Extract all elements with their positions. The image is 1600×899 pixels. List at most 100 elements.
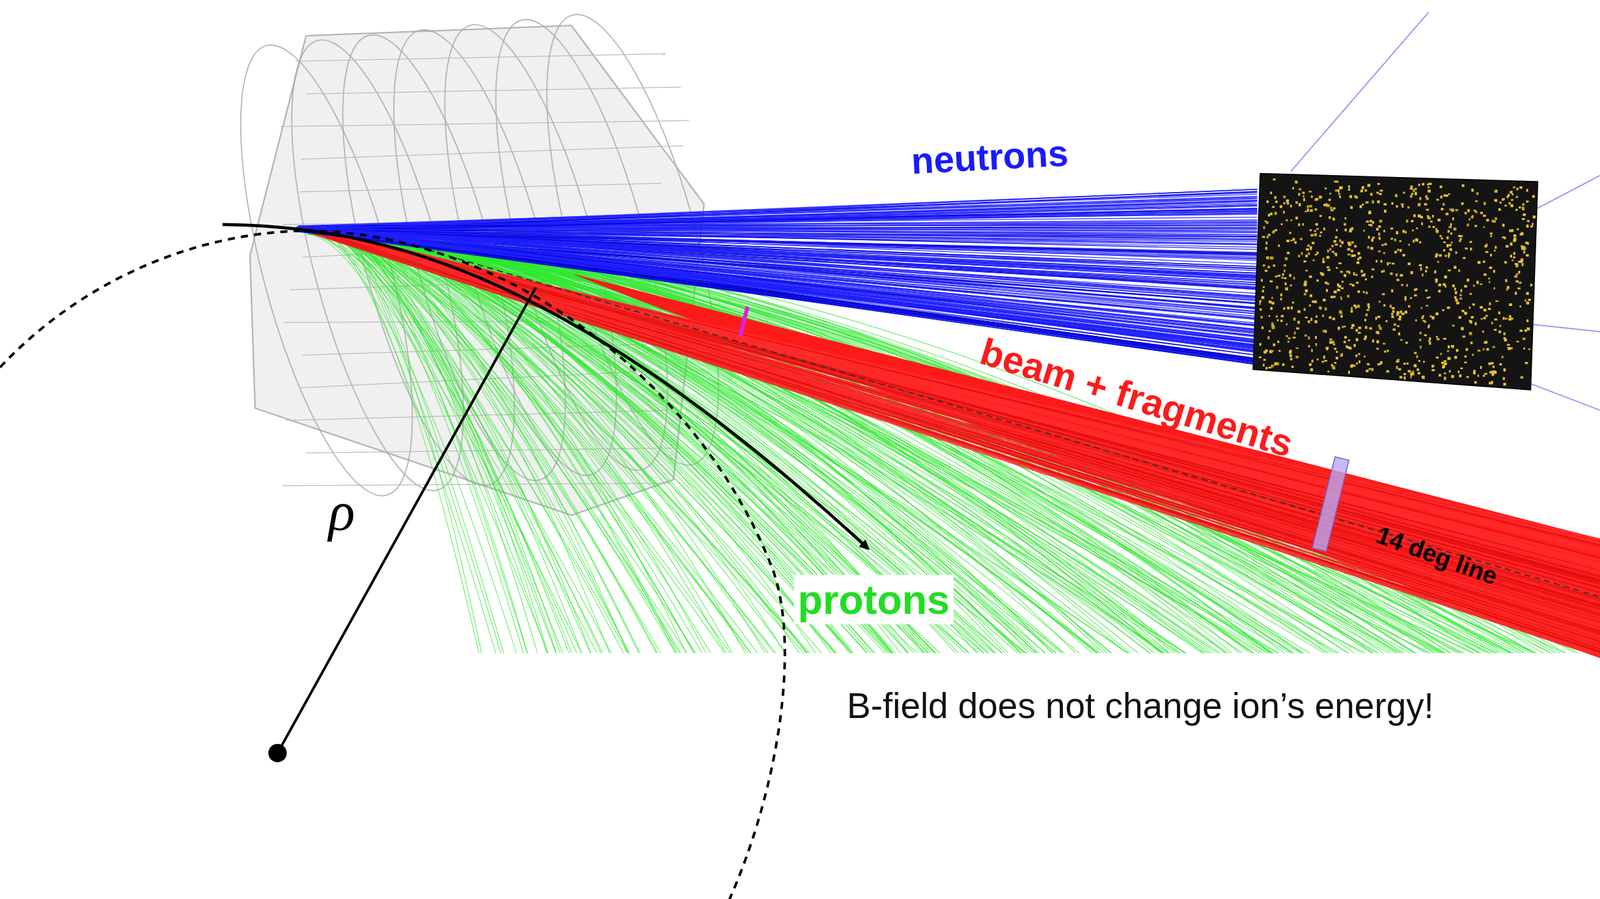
hit-dot <box>1445 194 1449 197</box>
hit-dot <box>1403 372 1407 375</box>
lead-line <box>1530 383 1600 411</box>
hit-dot <box>1378 225 1381 228</box>
hit-dot <box>1513 251 1516 255</box>
hit-dot <box>1328 198 1332 202</box>
hit-dot <box>1309 275 1313 278</box>
hit-dot <box>1404 231 1407 234</box>
hit-dot <box>1353 304 1356 308</box>
hit-dot <box>1332 295 1336 298</box>
hit-dot <box>1358 326 1362 330</box>
hit-dot <box>1503 236 1506 240</box>
hit-dot <box>1521 246 1525 249</box>
hit-dot <box>1355 337 1359 342</box>
hit-dot <box>1290 358 1293 360</box>
hit-dot <box>1261 326 1264 329</box>
hit-dot <box>1392 328 1395 331</box>
hit-dot <box>1526 319 1529 323</box>
hit-dot <box>1269 191 1272 194</box>
lead-line <box>1290 12 1429 172</box>
hit-dot <box>1271 350 1274 353</box>
hit-dot <box>1293 317 1297 321</box>
hit-dot <box>1332 317 1336 321</box>
hit-dot <box>1335 350 1338 353</box>
magnet-structure <box>300 183 662 193</box>
hit-dot <box>1508 315 1511 318</box>
hit-dot <box>1446 244 1449 248</box>
hit-dot <box>1421 273 1424 277</box>
hit-dot <box>1305 254 1308 258</box>
hit-dot <box>1349 228 1352 232</box>
hit-dot <box>1447 229 1450 233</box>
hit-dot <box>1407 305 1410 308</box>
hit-dot <box>1314 300 1317 304</box>
hit-dot <box>1474 380 1477 384</box>
hit-dot <box>1517 287 1521 290</box>
hit-dot <box>1376 227 1379 231</box>
hit-dot <box>1340 296 1343 299</box>
hit-dot <box>1469 331 1473 336</box>
hit-dot <box>1331 244 1334 247</box>
hit-dot <box>1391 315 1394 319</box>
hit-dot <box>1406 219 1408 223</box>
hit-dot <box>1399 248 1402 252</box>
hit-dot <box>1293 318 1296 321</box>
hit-dot <box>1413 288 1417 291</box>
hit-dot <box>1476 192 1479 196</box>
hit-dot <box>1493 190 1496 193</box>
hit-dot <box>1348 371 1351 375</box>
hit-dot <box>1294 241 1297 245</box>
hit-dot <box>1327 249 1330 253</box>
hit-dot <box>1447 306 1451 310</box>
hit-dot <box>1505 244 1509 248</box>
hit-dot <box>1266 235 1269 239</box>
hit-dot <box>1399 376 1403 379</box>
hit-dot <box>1458 269 1461 273</box>
hit-dot <box>1311 300 1315 304</box>
hit-dot <box>1335 189 1338 193</box>
hit-dot <box>1501 356 1504 359</box>
hit-dot <box>1349 283 1352 286</box>
hit-dot <box>1515 274 1518 278</box>
hit-dot <box>1271 302 1275 305</box>
hit-dot <box>1262 264 1266 267</box>
hit-dot <box>1365 277 1367 280</box>
hit-dot <box>1290 354 1293 358</box>
hit-dot <box>1435 335 1438 338</box>
hit-dot <box>1347 346 1351 349</box>
hit-dot <box>1530 283 1533 287</box>
hit-dot <box>1499 324 1502 327</box>
hit-dot <box>1332 207 1336 210</box>
hit-dot <box>1277 274 1281 277</box>
hit-dot <box>1431 364 1434 368</box>
hit-dot <box>1314 320 1317 323</box>
hit-dot <box>1344 228 1347 232</box>
hit-dot <box>1282 363 1285 366</box>
hit-dot <box>1485 251 1489 254</box>
hit-dot <box>1419 264 1423 267</box>
hit-dot <box>1453 227 1457 231</box>
hit-dot <box>1464 247 1468 250</box>
hit-dot <box>1384 242 1388 245</box>
hit-dot <box>1483 226 1486 229</box>
hit-dot <box>1460 289 1463 293</box>
hit-dot <box>1340 270 1343 274</box>
hit-dot <box>1424 289 1428 292</box>
hit-dot <box>1330 206 1333 210</box>
hit-dot <box>1318 234 1321 237</box>
hit-dot <box>1387 262 1390 266</box>
hit-dot <box>1469 292 1472 295</box>
hit-dot <box>1344 217 1347 221</box>
hit-dot <box>1417 203 1421 207</box>
hit-dot <box>1420 317 1423 319</box>
hit-dot <box>1435 312 1439 316</box>
hit-dot <box>1432 365 1435 368</box>
hit-dot <box>1524 299 1527 302</box>
hit-dot <box>1412 239 1415 243</box>
hit-dot <box>1268 366 1272 369</box>
hit-dot <box>1337 326 1341 331</box>
hit-dot <box>1346 270 1350 273</box>
hit-dot <box>1335 254 1338 257</box>
hit-dot <box>1525 200 1529 203</box>
hit-dot <box>1297 310 1301 314</box>
hit-dot <box>1333 240 1337 243</box>
